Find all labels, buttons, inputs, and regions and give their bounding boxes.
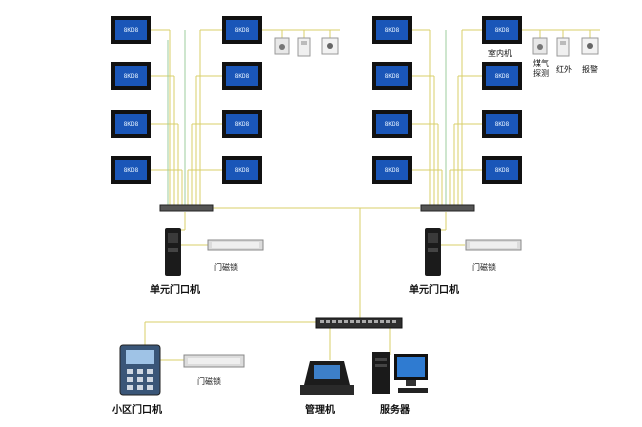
indoor-monitor: 8KD8 (482, 62, 522, 90)
indoor-monitor: 8KD8 (372, 156, 412, 184)
indoor-monitor: 8KD8 (222, 110, 262, 138)
screen-text: 8KD8 (385, 121, 400, 128)
screen-text: 8KD8 (235, 27, 250, 34)
community-door-label: 小区门口机 (111, 403, 162, 416)
main-network-switch (315, 317, 403, 329)
screen-text: 8KD8 (235, 121, 250, 128)
community-door-station (119, 344, 161, 396)
indoor-monitor: 8KD8 (111, 110, 151, 138)
alarm-icon (581, 37, 599, 55)
server-label: 服务器 (380, 403, 411, 416)
indoor-monitor: 8KD8 (482, 16, 522, 44)
gas-detector-icon (532, 37, 548, 55)
indoor-monitor: 8KD8 (482, 110, 522, 138)
alarm-icon (321, 37, 339, 55)
right-switch (420, 204, 475, 212)
alarm-label: 报警 (582, 64, 598, 74)
screen-text: 8KD8 (124, 167, 139, 174)
screen-text: 8KD8 (235, 73, 250, 80)
screen-text: 8KD8 (124, 27, 139, 34)
gas-detector-label-line2: 探测 (533, 68, 549, 78)
gas-detector-icon (274, 37, 290, 55)
indoor-unit-label: 室内机 (488, 48, 512, 58)
infrared-sensor-icon (556, 37, 570, 57)
wiring (144, 29, 600, 361)
indoor-monitor: 8KD8 (372, 16, 412, 44)
indoor-monitor: 8KD8 (222, 156, 262, 184)
gas-detector-label-line1: 煤气 (533, 58, 549, 68)
magnetic-lock-bottom (183, 354, 245, 368)
indoor-monitor: 8KD8 (222, 16, 262, 44)
indoor-monitor: 8KD8 (111, 16, 151, 44)
screen-text: 8KD8 (385, 73, 400, 80)
indoor-monitor: 8KD8 (482, 156, 522, 184)
screen-text: 8KD8 (495, 121, 510, 128)
screen-text: 8KD8 (385, 27, 400, 34)
left-sensors (274, 37, 339, 57)
management-label: 管理机 (305, 403, 335, 416)
management-console-icon (300, 361, 354, 395)
screen-text: 8KD8 (385, 167, 400, 174)
screen-text: 8KD8 (495, 73, 510, 80)
left-indoor-monitors: 8KD8 8KD8 8KD8 8KD8 8KD8 8KD8 8KD8 8KD8 (111, 16, 262, 184)
right-indoor-monitors: 8KD8 8KD8 8KD8 8KD8 8KD8 8KD8 8KD8 8KD8 (372, 16, 522, 184)
magnetic-lock-right (465, 239, 522, 251)
infrared-label: 红外 (556, 64, 572, 74)
indoor-monitor: 8KD8 (372, 110, 412, 138)
screen-text: 8KD8 (495, 167, 510, 174)
magnetic-lock-label-left: 门磁锁 (214, 262, 238, 272)
magnetic-lock-label-bottom: 门磁锁 (197, 376, 221, 386)
indoor-monitor: 8KD8 (372, 62, 412, 90)
unit-door-station-right (425, 228, 441, 276)
infrared-sensor-icon (297, 37, 311, 57)
indoor-monitor: 8KD8 (222, 62, 262, 90)
server-icon (372, 352, 428, 394)
magnetic-lock-label-right: 门磁锁 (472, 262, 496, 272)
unit-door-label-left: 单元门口机 (150, 283, 200, 296)
right-sensors (532, 37, 599, 57)
indoor-monitor: 8KD8 (111, 156, 151, 184)
unit-door-label-right: 单元门口机 (409, 283, 459, 296)
unit-door-station-left (165, 228, 181, 276)
left-switch (159, 204, 214, 212)
screen-text: 8KD8 (124, 73, 139, 80)
magnetic-lock-left (207, 239, 264, 251)
screen-text: 8KD8 (495, 27, 510, 34)
screen-text: 8KD8 (124, 121, 139, 128)
indoor-monitor: 8KD8 (111, 62, 151, 90)
screen-text: 8KD8 (235, 167, 250, 174)
